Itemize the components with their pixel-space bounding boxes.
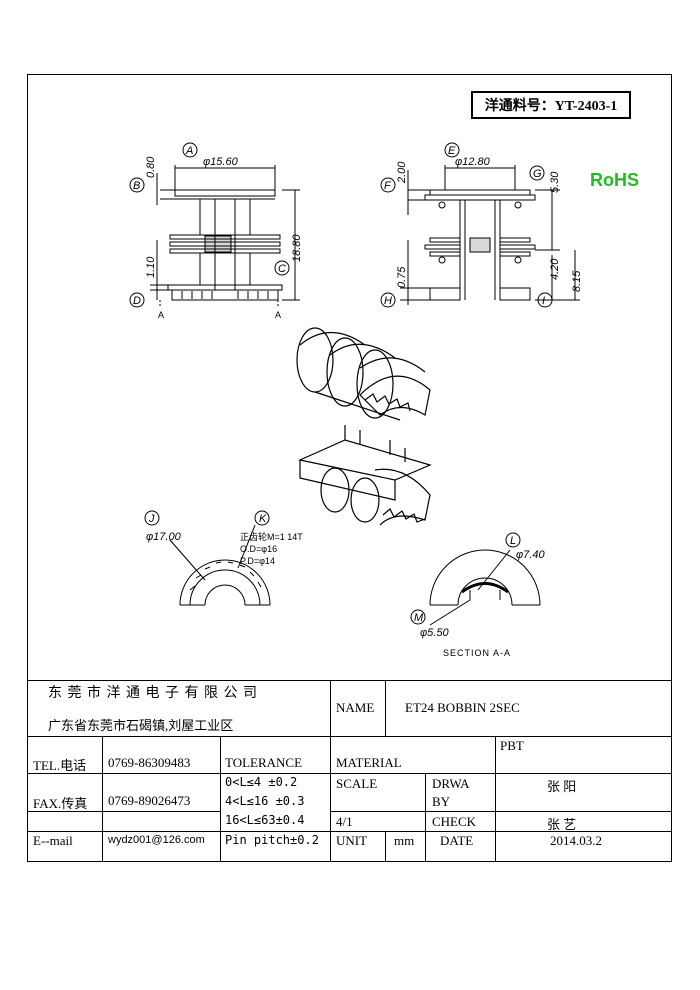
gear-spec-line2: O.D=φ16	[240, 544, 277, 554]
dim-b-value: 0.80	[145, 156, 157, 178]
dim-c-value: 18.80	[291, 234, 303, 262]
section-caption: SECTION A-A	[443, 648, 511, 658]
dim-j-value: φ17.00	[146, 531, 182, 543]
gear-spec-line1: 正齿轮M=1 14T	[240, 531, 303, 542]
dim-f-value: 2.00	[396, 161, 408, 184]
dim-d-value: 1.10	[145, 256, 157, 278]
unit-label: UNIT	[336, 833, 368, 848]
section-mark-right: A	[275, 310, 281, 320]
check-value: 张 艺	[547, 817, 577, 832]
tolerance-row-1: 0<L≤4 ±0.2	[225, 775, 298, 789]
tolerance-label: TOLERANCE	[225, 755, 303, 770]
dim-e-label: E	[448, 145, 456, 157]
tolerance-row-3: 16<L≤63±0.4	[225, 813, 305, 827]
dim-m-value: φ5.50	[420, 627, 449, 639]
tel-value: 0769-86309483	[108, 755, 191, 770]
company-name: 东 莞 市 洋 通 电 子 有 限 公 司	[48, 686, 258, 701]
dim-k-label: K	[259, 513, 267, 525]
tolerance-row-4: Pin pitch±0.2	[225, 833, 319, 847]
name-value: ET24 BOBBIN 2SEC	[405, 700, 520, 715]
material-value: PBT	[500, 738, 524, 753]
gear-half-view	[144, 510, 271, 606]
isometric-view-bottom	[298, 425, 432, 526]
scale-value: 4/1	[336, 814, 353, 829]
dim-l-label: L	[510, 535, 516, 547]
rohs-mark: RoHS	[590, 170, 639, 190]
date-label: DATE	[440, 833, 474, 848]
drawn-by-label-1: DRWA	[432, 776, 470, 791]
dim-l-value: φ7.40	[516, 549, 545, 561]
side-view	[380, 142, 580, 308]
tel-label: TEL.电话	[33, 758, 87, 773]
fax-label: FAX.传真	[33, 796, 88, 811]
dim-i-value: 4.20	[549, 258, 561, 280]
part-number-box: 洋通料号：YT-2403-1	[471, 91, 631, 119]
dim-i-label: I	[542, 295, 545, 307]
unit-value: mm	[394, 833, 415, 848]
drawn-by-value: 张 阳	[547, 779, 577, 794]
dim-j-label: J	[148, 513, 155, 525]
dim-e-value: φ12.80	[455, 156, 491, 168]
isometric-view-top	[296, 327, 431, 421]
dim-g-value: 5.30	[549, 171, 561, 193]
email-value: wydz001@126.com	[108, 834, 205, 846]
tolerance-row-2: 4<L≤16 ±0.3	[225, 794, 305, 808]
check-label: CHECK	[432, 814, 477, 829]
section-view	[410, 532, 541, 626]
dim-f-label: F	[384, 180, 392, 192]
company-address: 广东省东莞市石碣镇,刘屋工业区	[48, 718, 234, 733]
dim-d-label: D	[133, 295, 141, 307]
dim-total-value: 8.15	[571, 270, 583, 292]
drawing-frame	[27, 74, 672, 862]
dim-h-label: H	[384, 295, 392, 307]
scale-label: SCALE	[336, 776, 378, 791]
material-label: MATERIAL	[336, 755, 402, 770]
dim-g-label: G	[533, 168, 542, 180]
name-label: NAME	[336, 700, 375, 715]
front-view	[129, 142, 300, 308]
email-label: E--mail	[33, 833, 73, 848]
dim-a-value: φ15.60	[203, 156, 239, 168]
dim-c-label: C	[278, 263, 286, 275]
drawn-by-label-2: BY	[432, 794, 451, 809]
fax-value: 0769-89026473	[108, 793, 191, 808]
dim-h-value: 0.75	[396, 266, 408, 288]
date-value: 2014.03.2	[550, 833, 602, 848]
section-mark-left: A	[158, 310, 164, 320]
dim-a-label: A	[185, 145, 193, 157]
gear-spec-line3: P.D=φ14	[240, 556, 275, 566]
dim-b-label: B	[133, 180, 140, 192]
dim-m-label: M	[414, 612, 424, 624]
